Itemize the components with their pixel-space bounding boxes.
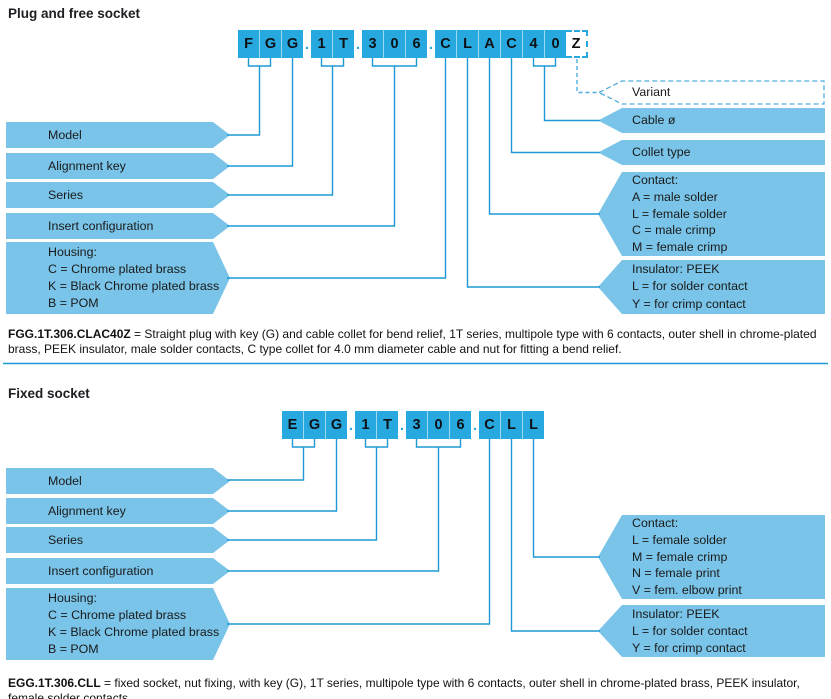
pn-group-model: F G G xyxy=(238,30,303,58)
label-model: Model xyxy=(6,468,230,494)
pn-cell: C xyxy=(500,30,522,58)
label-collet-type: Collet type xyxy=(598,140,825,165)
connector-lines-plug xyxy=(227,58,600,288)
label-contact: Contact: L = female solder M = female cr… xyxy=(598,515,825,599)
section-heading-socket: Fixed socket xyxy=(8,386,90,401)
pn-cell: L xyxy=(500,411,522,439)
pn-cell: G xyxy=(303,411,325,439)
pn-group-options: C L A C 4 0 xyxy=(435,30,566,58)
label-insulator: Insulator: PEEK L = for solder contact Y… xyxy=(598,260,825,314)
label-housing: Housing: C = Chrome plated brass K = Bla… xyxy=(6,242,230,314)
pn-separator: . xyxy=(472,417,478,434)
pn-cell: 0 xyxy=(427,411,449,439)
connector-lines-socket xyxy=(227,439,600,632)
description-text: = fixed socket, nut fixing, with key (G)… xyxy=(8,676,800,699)
pn-cell: C xyxy=(484,417,495,433)
pn-cell: C xyxy=(440,36,451,52)
pn-cell: 3 xyxy=(412,417,421,433)
label-model: Model xyxy=(6,122,230,148)
pn-cell: 1 xyxy=(361,417,370,433)
label-series: Series xyxy=(6,182,230,208)
section-heading-plug: Plug and free socket xyxy=(8,6,141,21)
pn-cell: T xyxy=(376,411,398,439)
pn-cell: 6 xyxy=(405,30,427,58)
pn-cell: 6 xyxy=(449,411,471,439)
pn-cell: T xyxy=(332,30,354,58)
label-insert-configuration: Insert configuration xyxy=(6,558,230,584)
pn-group-insert: 3 0 6 xyxy=(406,411,471,439)
part-number-code: FGG.1T.306.CLAC40Z xyxy=(8,327,131,341)
pn-separator: . xyxy=(304,36,310,53)
pn-variant-cell: Z xyxy=(566,30,588,58)
variant-dashed-line xyxy=(576,59,597,94)
pn-cell: 3 xyxy=(368,36,377,52)
label-variant: Variant xyxy=(598,80,825,105)
pn-separator: . xyxy=(428,36,434,53)
pn-group-series: 1 T xyxy=(355,411,398,439)
pn-separator: . xyxy=(399,417,405,434)
pn-cell: 0 xyxy=(544,30,566,58)
pn-cell: 4 xyxy=(522,30,544,58)
pn-separator: . xyxy=(348,417,354,434)
pn-cell: 1 xyxy=(317,36,326,52)
pn-group-series: 1 T xyxy=(311,30,354,58)
variant-outline xyxy=(598,80,825,105)
label-contact: Contact: A = male solder L = female sold… xyxy=(598,172,825,256)
pn-group-options: C L L xyxy=(479,411,544,439)
description-plug: FGG.1T.306.CLAC40Z = Straight plug with … xyxy=(8,327,826,356)
description-text: = Straight plug with key (G) and cable c… xyxy=(8,327,817,356)
pn-cell: G xyxy=(259,30,281,58)
label-series: Series xyxy=(6,527,230,553)
pn-cell: E xyxy=(287,417,298,433)
description-socket: EGG.1T.306.CLL = fixed socket, nut fixin… xyxy=(8,676,826,699)
label-insert-configuration: Insert configuration xyxy=(6,213,230,239)
label-alignment-key: Alignment key xyxy=(6,498,230,524)
pn-cell: F xyxy=(244,36,253,52)
label-alignment-key: Alignment key xyxy=(6,153,230,179)
pn-cell: 0 xyxy=(383,30,405,58)
pn-group-insert: 3 0 6 xyxy=(362,30,427,58)
label-insulator: Insulator: PEEK L = for solder contact Y… xyxy=(598,605,825,657)
pn-cell: G xyxy=(325,411,347,439)
pn-cell: L xyxy=(522,411,544,439)
pn-group-model: E G G xyxy=(282,411,347,439)
part-number-code: EGG.1T.306.CLL xyxy=(8,676,101,690)
label-housing: Housing: C = Chrome plated brass K = Bla… xyxy=(6,588,230,660)
label-cable-diameter: Cable ø xyxy=(598,108,825,133)
pn-cell: G xyxy=(281,30,303,58)
pn-cell: A xyxy=(478,30,500,58)
pn-separator: . xyxy=(355,36,361,53)
pn-cell: L xyxy=(456,30,478,58)
